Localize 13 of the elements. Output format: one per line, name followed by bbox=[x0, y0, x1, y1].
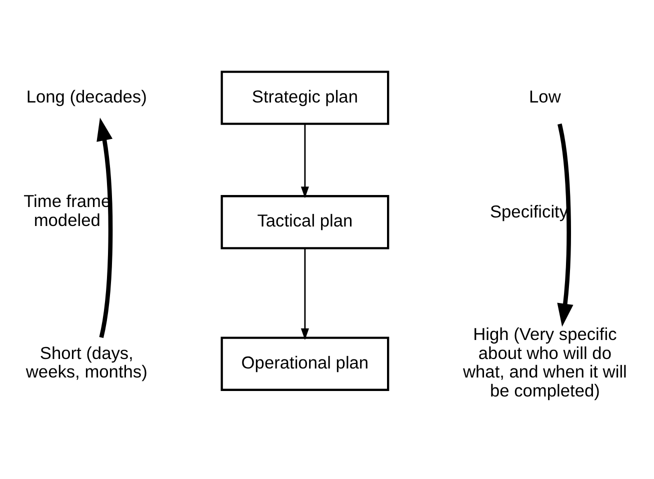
node-box: Strategic plan bbox=[220, 70, 390, 125]
arrow bbox=[557, 124, 574, 327]
arrow bbox=[300, 124, 309, 198]
node-text: High (Very specific about who will do what, and when it will be completed) bbox=[463, 324, 627, 401]
node-box: Tactical plan bbox=[220, 195, 390, 250]
edge-label: Specificity bbox=[490, 202, 568, 222]
edge-label: Time frame modeled bbox=[24, 191, 111, 230]
arrow bbox=[300, 248, 309, 340]
node-text: Short (days, weeks, months) bbox=[26, 342, 148, 382]
node-box: Operational plan bbox=[220, 336, 390, 391]
node-text: Long (decades) bbox=[26, 86, 147, 106]
arrow bbox=[96, 118, 113, 338]
node-text: Low bbox=[529, 86, 561, 106]
